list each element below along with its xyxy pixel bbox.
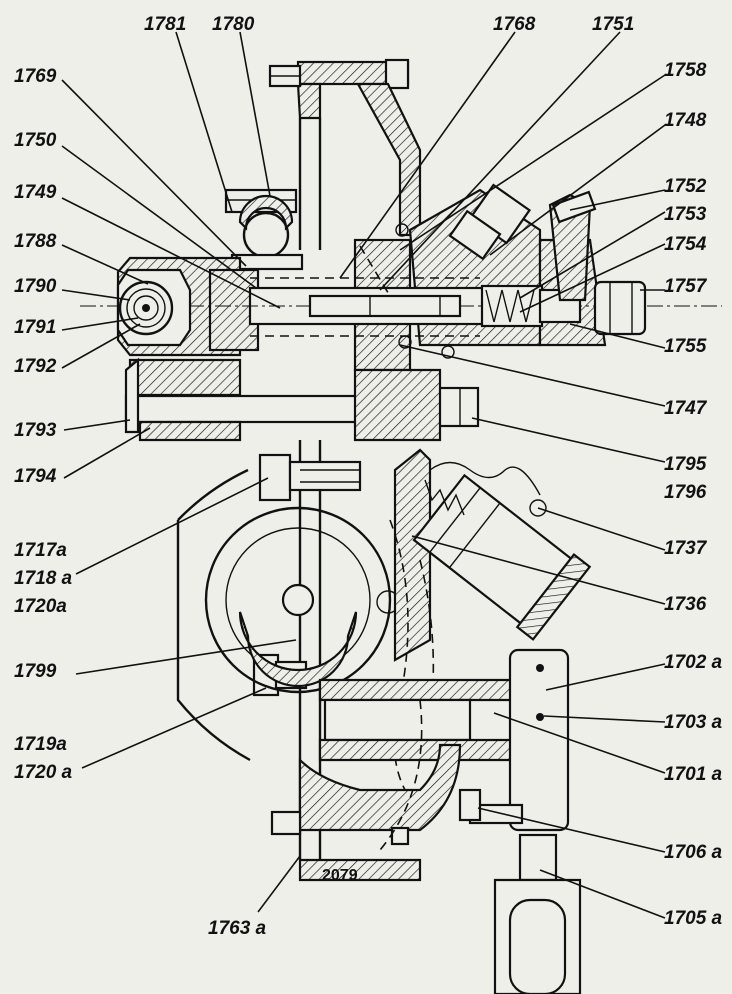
lower-bracket [270, 699, 462, 882]
label-1792: 1792 [14, 356, 57, 377]
label-1706a: 1706 a [664, 842, 723, 863]
label-1720a-upper: 1720a [14, 596, 67, 617]
label-1717a: 1717a [14, 540, 67, 561]
part-labels: 1781 1780 1768 1751 1769 1758 1750 1748 … [14, 14, 723, 939]
rod-1793 [124, 357, 480, 442]
clip-1780 [224, 188, 304, 271]
label-1791: 1791 [14, 317, 56, 338]
label-1737: 1737 [664, 538, 708, 559]
label-1702a: 1702 a [664, 652, 723, 673]
label-1718a: 1718 a [14, 568, 73, 589]
label-1755: 1755 [664, 336, 707, 357]
label-1799: 1799 [14, 661, 57, 682]
label-1793: 1793 [14, 420, 57, 441]
leader-lines [61, 31, 666, 919]
left-coupling [116, 268, 192, 347]
label-1757: 1757 [664, 276, 708, 297]
label-1763a: 1763 a [208, 918, 267, 939]
cylinder-1736 [389, 448, 592, 821]
label-1758: 1758 [664, 60, 707, 81]
label-1705a: 1705 a [664, 908, 723, 929]
top-bracket [268, 58, 422, 250]
lever-1705a [318, 648, 582, 994]
label-1748: 1748 [664, 110, 707, 131]
label-1749: 1749 [14, 182, 57, 203]
label-2079: 2079 [322, 867, 358, 884]
label-1703a: 1703 a [664, 712, 723, 733]
label-1780: 1780 [212, 14, 255, 35]
disc-1799 [176, 468, 400, 762]
label-1753: 1753 [664, 204, 707, 225]
label-1788: 1788 [14, 231, 57, 252]
label-1781: 1781 [144, 14, 186, 35]
label-1754: 1754 [664, 234, 707, 255]
mechanism [80, 58, 722, 994]
label-1720a-lower: 1720 a [14, 762, 73, 783]
label-1747: 1747 [664, 398, 708, 419]
label-1701a: 1701 a [664, 764, 723, 785]
label-1796: 1796 [664, 482, 707, 503]
label-1768: 1768 [493, 14, 536, 35]
label-1794: 1794 [14, 466, 57, 487]
label-1736: 1736 [664, 594, 707, 615]
label-1719a: 1719a [14, 734, 67, 755]
label-1751: 1751 [592, 14, 634, 35]
label-1790: 1790 [14, 276, 57, 297]
label-1769: 1769 [14, 66, 57, 87]
label-1750: 1750 [14, 130, 57, 151]
label-1795: 1795 [664, 454, 707, 475]
label-1752: 1752 [664, 176, 707, 197]
